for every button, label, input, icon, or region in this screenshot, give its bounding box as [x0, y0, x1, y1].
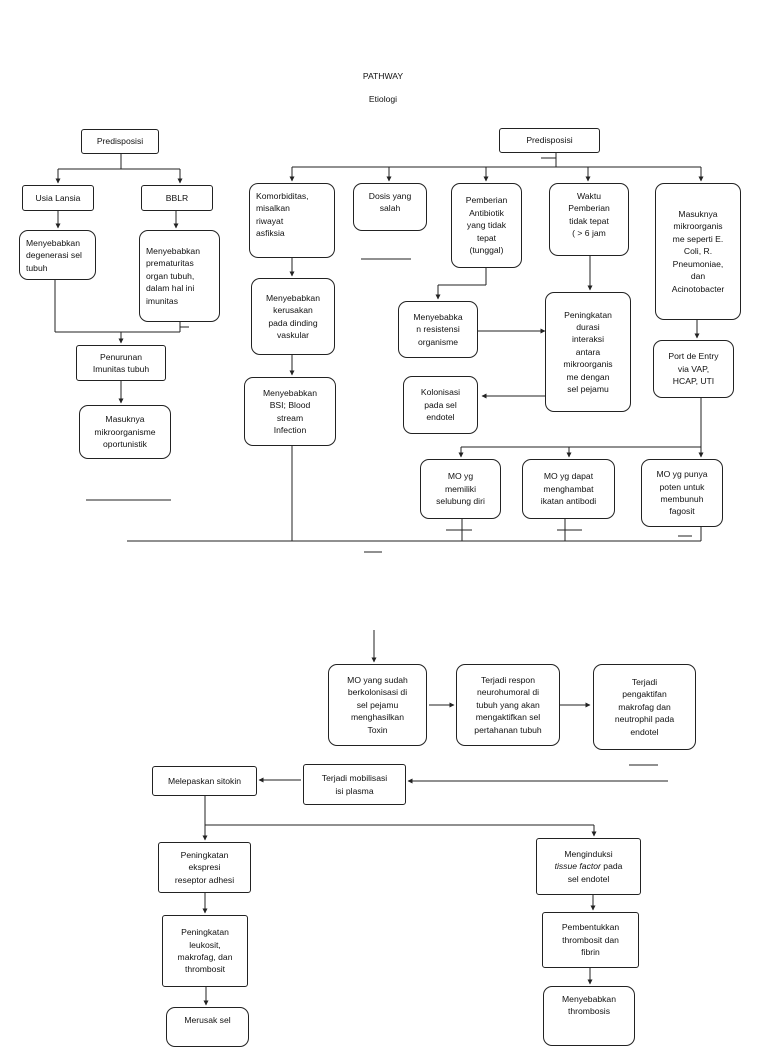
- node-prematuritas-organ: Menyebabkan prematuritas organ tubuh, da…: [139, 230, 220, 322]
- page-subtitle: Etiologi: [368, 94, 398, 104]
- node-predisposisi-left: Predisposisi: [81, 129, 159, 154]
- node-menyebabkan-thrombosis: Menyebabkan thrombosis: [543, 986, 635, 1046]
- connector-lines: [54, 153, 704, 1006]
- node-degenerasi-sel: Menyebabkan degenerasi sel tubuh: [19, 230, 96, 280]
- node-masuknya-mikroorganisme-right: Masuknya mikroorganis me seperti E. Coli…: [655, 183, 741, 320]
- node-dosis-salah: Dosis yang salah: [353, 183, 427, 231]
- node-penurunan-imunitas: Penurunan Imunitas tubuh: [76, 345, 166, 381]
- node-port-de-entry: Port de Entry via VAP, HCAP, UTI: [653, 340, 734, 398]
- node-waktu-pemberian: Waktu Pemberian tidak tepat ( > 6 jam: [549, 183, 629, 256]
- node-resistensi-organisme: Menyebabka n resistensi organisme: [398, 301, 478, 358]
- node-kolonisasi-endotel: Kolonisasi pada sel endotel: [403, 376, 478, 434]
- page-title: PATHWAY: [362, 71, 404, 81]
- node-mo-selubung: MO yg memiliki selubung diri: [420, 459, 501, 519]
- node-pengaktifan-makrofag: Terjadi pengaktifan makrofag dan neutrop…: [593, 664, 696, 750]
- node-masuknya-mikroorganisme-oportunistik: Masuknya mikroorganisme oportunistik: [79, 405, 171, 459]
- node-melepaskan-sitokin: Melepaskan sitokin: [152, 766, 257, 796]
- node-respon-neurohumoral: Terjadi respon neurohumoral di tubuh yan…: [456, 664, 560, 746]
- node-pembentukkan-thrombosit: Pembentukkan thrombosit dan fibrin: [542, 912, 639, 968]
- node-komorbiditas: Komorbiditas, misalkan riwayat asfiksia: [249, 183, 335, 258]
- node-peningkatan-leukosit: Peningkatan leukosit, makrofag, dan thro…: [162, 915, 248, 987]
- node-mo-toxin: MO yang sudah berkolonisasi di sel pejam…: [328, 664, 427, 746]
- node-mo-menghambat: MO yg dapat menghambat ikatan antibodi: [522, 459, 615, 519]
- node-mo-membunuh-fagosit: MO yg punya poten untuk membunuh fagosit: [641, 459, 723, 527]
- node-reseptor-adhesi: Peningkatan ekspresi reseptor adhesi: [158, 842, 251, 893]
- node-kerusakan-vaskular: Menyebabkan kerusakan pada dinding vasku…: [251, 278, 335, 355]
- node-pemberian-antibiotik: Pemberian Antibiotik yang tidak tepat (t…: [451, 183, 522, 268]
- node-bblr: BBLR: [141, 185, 213, 211]
- node-peningkatan-durasi: Peningkatan durasi interaksi antara mikr…: [545, 292, 631, 412]
- node-mobilisasi-plasma: Terjadi mobilisasi isi plasma: [303, 764, 406, 805]
- node-predisposisi-right: Predisposisi: [499, 128, 600, 153]
- node-bsi: Menyebabkan BSI; Blood stream Infection: [244, 377, 336, 446]
- node-usia-lansia: Usia Lansia: [22, 185, 94, 211]
- node-merusak-sel: Merusak sel: [166, 1007, 249, 1047]
